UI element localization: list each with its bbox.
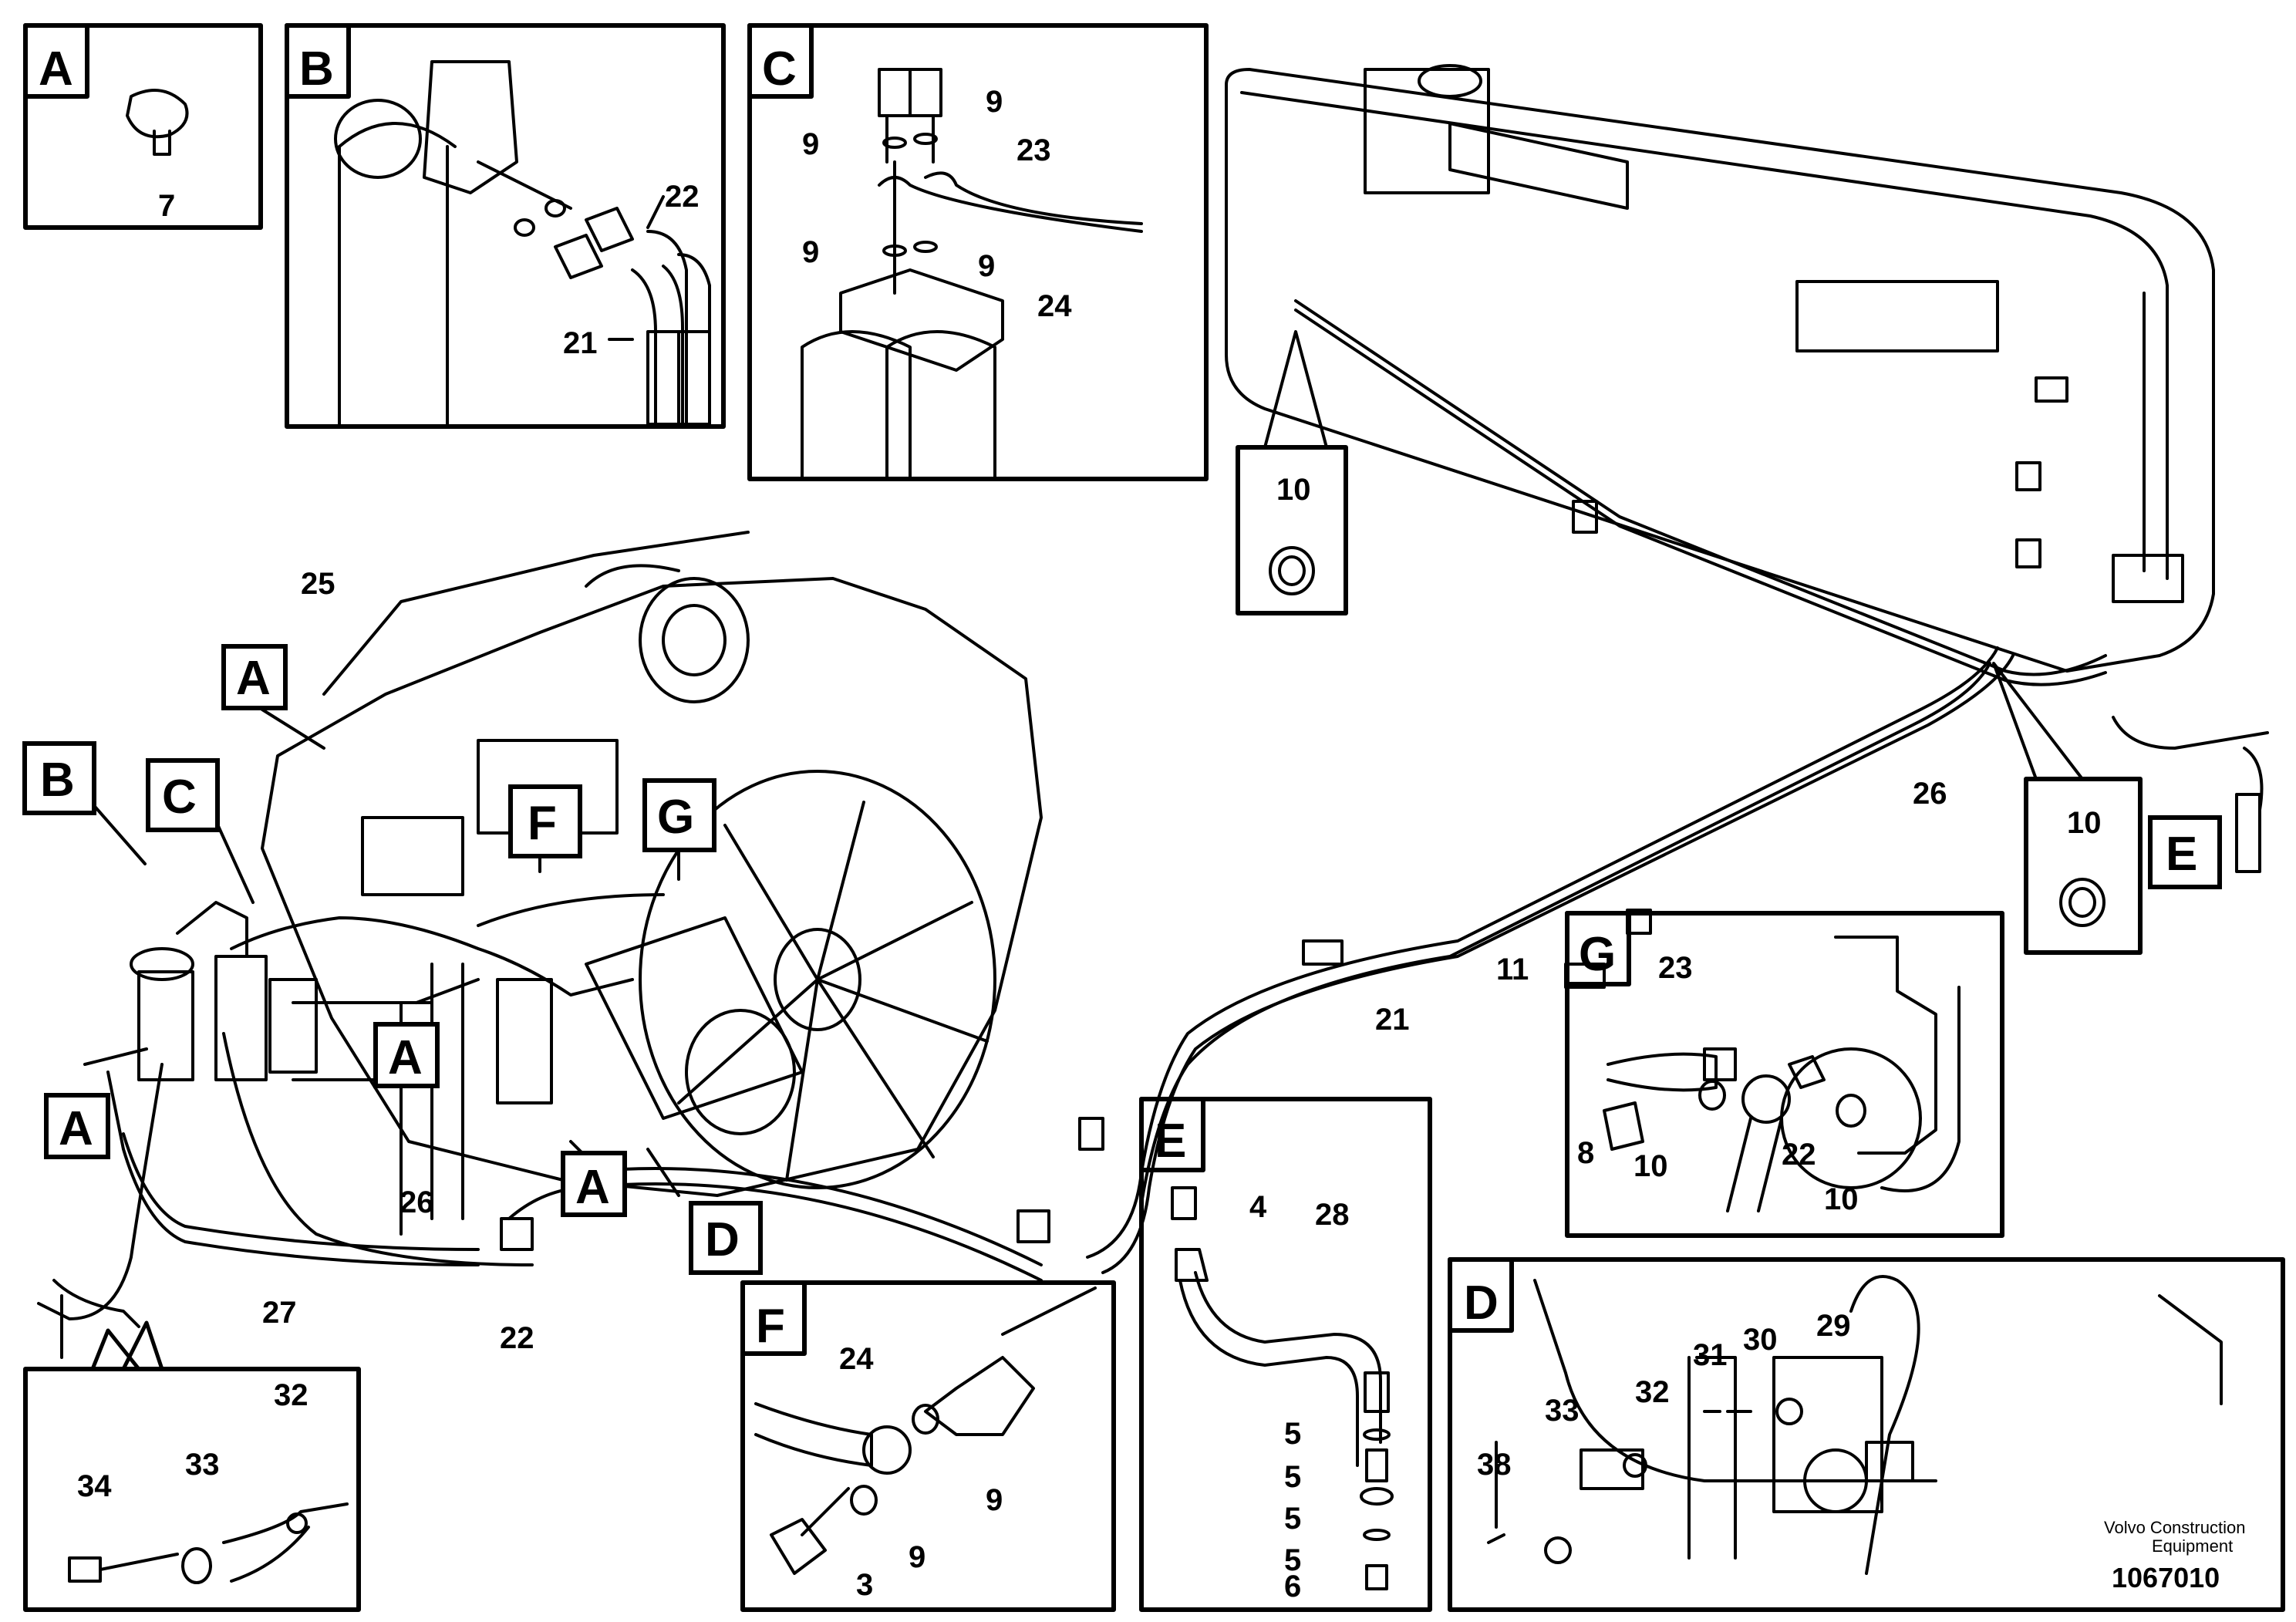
- part-32-clamp: 32: [274, 1378, 308, 1412]
- part-9-c4: 9: [978, 249, 995, 283]
- part-27: 27: [262, 1296, 297, 1330]
- callout-c: C: [162, 771, 197, 824]
- seal-washer-icon-2: [2059, 878, 2106, 927]
- callout-leaders: [83, 708, 680, 1197]
- part-22-main: 22: [500, 1321, 534, 1355]
- part-24-c: 24: [1037, 289, 1072, 323]
- part-34-clamp: 34: [77, 1469, 112, 1503]
- hose-clamp-icon: [126, 89, 189, 139]
- part-5-e3: 5: [1284, 1502, 1301, 1536]
- seal-washer-icon: [1269, 546, 1315, 595]
- part-33-clamp: 33: [185, 1448, 220, 1482]
- part-5-e1: 5: [1284, 1417, 1301, 1451]
- inset-b: [285, 23, 726, 429]
- part-3-f: 3: [856, 1568, 873, 1602]
- callout-a-left: A: [59, 1102, 93, 1155]
- company-name-line1: Volvo Construction: [2104, 1518, 2245, 1537]
- part-10-g1: 10: [1633, 1149, 1668, 1183]
- company-name-line2: Equipment: [2152, 1536, 2233, 1556]
- part-10-tank-left: 10: [1276, 473, 1311, 507]
- inset-e-letter: E: [1155, 1114, 1186, 1168]
- inset-d-letter: D: [1464, 1276, 1499, 1330]
- hose-routing: [37, 299, 2107, 1320]
- inset-g-letter: G: [1579, 928, 1616, 981]
- inset-b-letter: B: [299, 42, 334, 96]
- callout-a-mid: A: [388, 1031, 423, 1084]
- inset-a: [23, 23, 263, 230]
- inset-a-letter: A: [39, 42, 73, 96]
- part-23-c: 23: [1017, 133, 1051, 167]
- part-31-d: 31: [1693, 1338, 1728, 1372]
- part-9-c1: 9: [802, 127, 819, 161]
- turbocharger-icon: [639, 577, 750, 703]
- part-4-e: 4: [1249, 1190, 1267, 1224]
- callout-f: F: [528, 797, 557, 850]
- part-33-d: 33: [1545, 1394, 1580, 1428]
- callout-e: E: [2166, 828, 2197, 881]
- part-8-g: 8: [1577, 1136, 1594, 1170]
- part-5-e2: 5: [1284, 1460, 1301, 1494]
- inset-c-letter: C: [762, 42, 797, 96]
- part-9-c2: 9: [986, 85, 1003, 119]
- bolt-head-icon: [68, 1556, 102, 1583]
- callout-a-top: A: [236, 652, 271, 705]
- part-22-g: 22: [1782, 1138, 1816, 1172]
- inset-g: [1565, 911, 2004, 1238]
- part-26-left: 26: [400, 1185, 434, 1219]
- part-26-right: 26: [1913, 777, 1947, 811]
- part-10-g2: 10: [1824, 1182, 1859, 1216]
- tank-inset-right: [1992, 662, 2143, 955]
- part-24-f: 24: [839, 1342, 874, 1376]
- part-23-g: 23: [1658, 951, 1693, 985]
- part-7: 7: [158, 189, 175, 223]
- callout-a-low: A: [575, 1161, 610, 1214]
- part-9-f1: 9: [986, 1483, 1003, 1517]
- fan-hub-icon: [774, 928, 861, 1031]
- drawing-number: 1067010: [2112, 1562, 2220, 1593]
- part-22-b: 22: [665, 180, 700, 214]
- engine-block: [261, 531, 1043, 1236]
- part-30-d: 30: [1743, 1323, 1778, 1357]
- part-5-e4: 5: [1284, 1543, 1301, 1577]
- part-21-b: 21: [563, 326, 598, 360]
- part-6-e: 6: [1284, 1570, 1301, 1603]
- inset-d: [1448, 1257, 2285, 1612]
- callout-g: G: [657, 791, 694, 844]
- part-38-d: 38: [1477, 1448, 1512, 1482]
- part-28-e: 28: [1315, 1198, 1350, 1232]
- part-9-c3: 9: [802, 235, 819, 269]
- part-32-d: 32: [1635, 1375, 1670, 1409]
- inset-c: [747, 23, 1209, 481]
- fitting-icon: [554, 207, 634, 279]
- part-10-tank-right: 10: [2067, 806, 2102, 840]
- part-11: 11: [1496, 953, 1529, 986]
- part-21-main: 21: [1375, 1003, 1410, 1037]
- inset-e: [1139, 1097, 1432, 1612]
- inset-clamp: [23, 1279, 361, 1612]
- inset-f-letter: F: [756, 1300, 785, 1353]
- fuel-tank: [1225, 64, 2269, 873]
- tank-cap-icon: [1418, 64, 1482, 98]
- part-25: 25: [301, 567, 335, 601]
- bolt-icon: [878, 68, 942, 164]
- part-9-f2: 9: [909, 1540, 925, 1574]
- callout-b: B: [40, 754, 75, 807]
- tank-inset-left: [1236, 330, 1348, 615]
- fuel-filters: [130, 893, 665, 1104]
- callout-d: D: [705, 1213, 740, 1266]
- main-callouts: B C A F G A A A D E: [22, 644, 2222, 1275]
- washer-icon: [181, 1547, 212, 1584]
- part-29-d: 29: [1816, 1309, 1851, 1343]
- cooling-fan: [639, 770, 996, 1189]
- inset-f: [740, 1280, 1116, 1612]
